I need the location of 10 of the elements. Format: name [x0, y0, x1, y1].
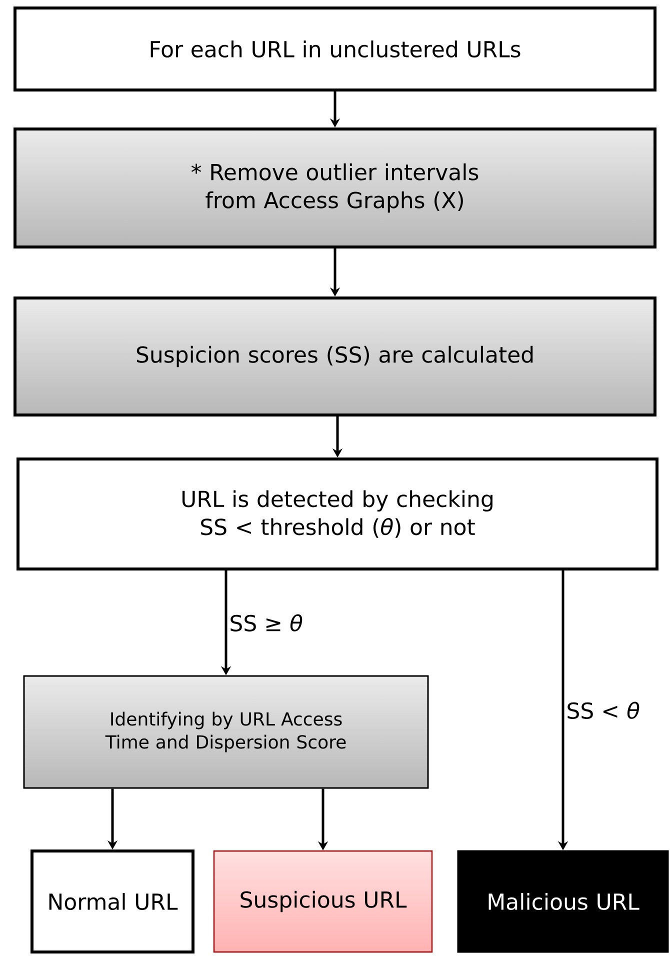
result-box: Malicious URL — [457, 850, 669, 953]
result-box: Suspicious URL — [213, 850, 433, 953]
process-box: Suspicion scores (SS) are calculated — [14, 296, 656, 416]
process-box: * Remove outlier intervals from Access Graphs (X) — [14, 128, 656, 248]
edge-label: SS ≥ θ — [230, 614, 302, 632]
process-box: Identifying by URL Access Time and Dispersion Score — [23, 675, 429, 789]
result-box: Normal URL — [30, 850, 194, 954]
decision-box: URL is detected by checking SS < threshold (θ) or not — [16, 458, 658, 570]
process-box: For each URL in unclustered URLs — [14, 6, 656, 92]
edge-label: SS < θ — [568, 702, 640, 719]
